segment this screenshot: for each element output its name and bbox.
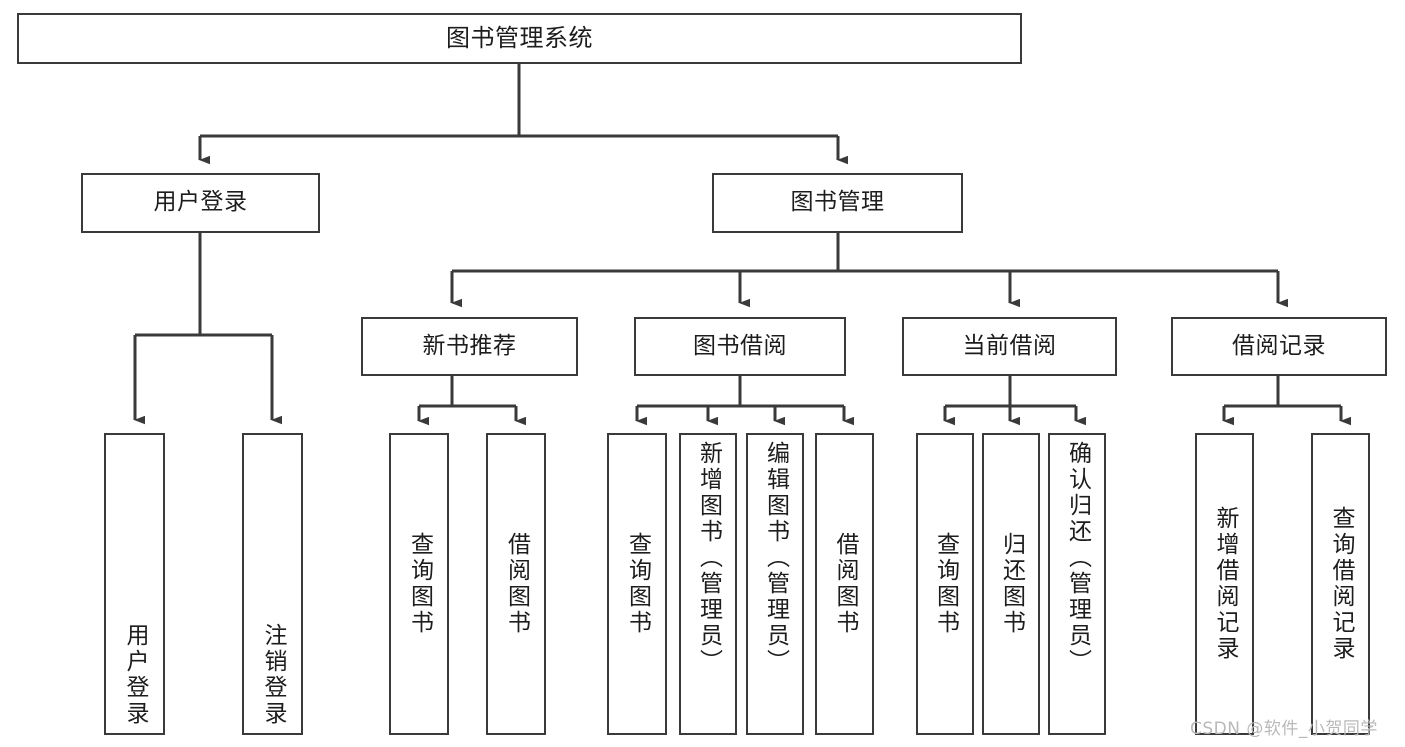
node-new-book-recommend[interactable]: 新书推荐 xyxy=(361,317,578,376)
node-label: 查询图书 xyxy=(406,532,433,636)
node-root-book-management-system[interactable]: 图书管理系统 xyxy=(17,13,1022,64)
leaf-new-book-query-book[interactable]: 查询图书 xyxy=(389,433,449,735)
node-label: 查询借阅记录 xyxy=(1328,506,1354,662)
leaf-borrow-record-query-record[interactable]: 查询借阅记录 xyxy=(1311,433,1370,735)
node-book-borrow[interactable]: 图书借阅 xyxy=(634,317,846,376)
leaf-current-borrow-confirm-return-admin[interactable]: 确认归还（管理员） xyxy=(1048,433,1106,735)
node-label: 图书借阅 xyxy=(693,332,787,359)
node-label: 借阅图书 xyxy=(503,532,530,636)
node-label: 用户登录 xyxy=(122,623,148,727)
watermark-text: CSDN @软件_小贺同学 xyxy=(1190,719,1378,739)
leaf-new-book-borrow-book[interactable]: 借阅图书 xyxy=(486,433,546,735)
node-label: 当前借阅 xyxy=(962,332,1057,359)
node-label: 查询图书 xyxy=(624,532,651,636)
leaf-current-borrow-query-book[interactable]: 查询图书 xyxy=(916,433,974,735)
node-current-borrow[interactable]: 当前借阅 xyxy=(902,317,1117,376)
node-borrow-record[interactable]: 借阅记录 xyxy=(1171,317,1387,376)
node-label: 借阅图书 xyxy=(832,532,858,636)
node-label: 归还图书 xyxy=(998,532,1025,636)
node-label: 图书管理 xyxy=(790,189,885,216)
node-label: 新增借阅记录 xyxy=(1212,506,1238,662)
node-label: 编辑图书（管理员） xyxy=(762,441,789,675)
node-label: 查询图书 xyxy=(932,532,959,636)
leaf-book-borrow-add-book-admin[interactable]: 新增图书（管理员） xyxy=(679,433,737,735)
leaf-user-login-login[interactable]: 用户登录 xyxy=(104,433,165,735)
node-label: 图书管理系统 xyxy=(446,24,593,53)
node-label: 注销登录 xyxy=(260,623,286,727)
leaf-borrow-record-add-record[interactable]: 新增借阅记录 xyxy=(1195,433,1254,735)
leaf-book-borrow-borrow-book[interactable]: 借阅图书 xyxy=(815,433,874,735)
node-label: 借阅记录 xyxy=(1232,332,1326,359)
leaf-user-login-logout[interactable]: 注销登录 xyxy=(242,433,303,735)
node-label: 用户登录 xyxy=(153,189,248,216)
node-label: 确认归还（管理员） xyxy=(1064,441,1091,675)
node-user-login[interactable]: 用户登录 xyxy=(81,173,320,233)
leaf-current-borrow-return-book[interactable]: 归还图书 xyxy=(982,433,1040,735)
node-label: 新书推荐 xyxy=(422,332,517,359)
node-label: 新增图书（管理员） xyxy=(695,441,722,675)
node-book-management[interactable]: 图书管理 xyxy=(712,173,963,233)
leaf-book-borrow-query-book[interactable]: 查询图书 xyxy=(607,433,667,735)
leaf-book-borrow-edit-book-admin[interactable]: 编辑图书（管理员） xyxy=(746,433,804,735)
